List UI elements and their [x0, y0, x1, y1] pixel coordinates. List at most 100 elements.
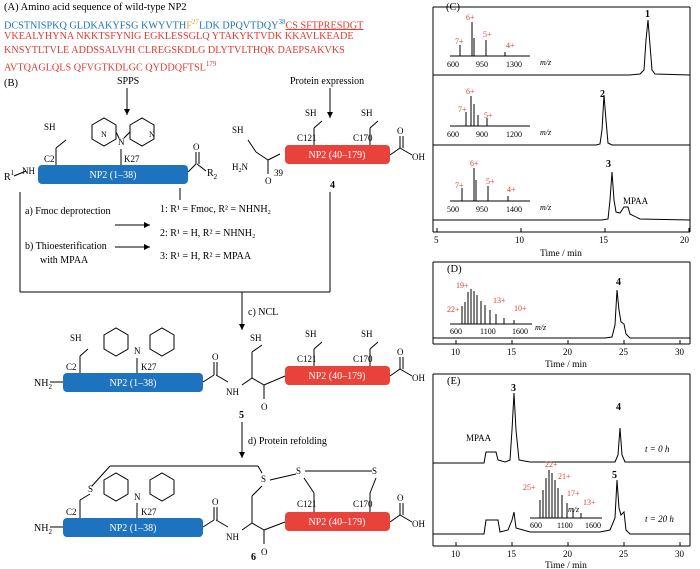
step-d-label: d) Protein refolding [248, 436, 327, 447]
ms-d-charge-19: 19+ [456, 281, 469, 290]
ms3-mz: m/z [540, 203, 552, 212]
protein-4-structure: NP2 (40–179) SH H2N O 39 SH C121 SH C170… [232, 108, 425, 191]
step-a-label: a) Fmoc deprotection [25, 206, 111, 217]
protein-expression-label: Protein expression [290, 76, 364, 87]
np2-40-179-block-6 [285, 512, 390, 531]
ms-inset-e: 22+ 21+ 25+ 17+ 13+ 600 1100 1600 m/z [523, 460, 602, 530]
e-tick-15: 15 [507, 549, 517, 559]
ms1-tick-1300: 1300 [506, 60, 522, 69]
step-b2-label: with MPAA [40, 255, 89, 266]
sequence-line-4: AVTQAGLQLS QFVGTKDLGC QYDDQFTSL179 [4, 60, 217, 74]
ms-d-tick-1100: 1100 [480, 327, 496, 336]
ms-inset-1: 7+ 6+ 5+ 4+ 600 950 1300 m/z [447, 13, 552, 69]
c2-label-6: C2 [66, 507, 77, 517]
nh2-6: NH2 [34, 523, 52, 536]
compound-5-label: 5 [239, 410, 244, 421]
ms1-tick-950: 950 [476, 60, 488, 69]
panel-e-x-axis: 10 15 20 25 30 Time / min [451, 542, 685, 569]
s-c121-6: S [296, 466, 301, 476]
c-xlabel: Time / min [540, 249, 582, 259]
chromatogram-2 [433, 94, 690, 146]
ms-d-charge-22: 22+ [447, 305, 460, 314]
c170-label: C170 [353, 133, 373, 143]
peak-label-3-e: 3 [511, 383, 516, 394]
pyridine-n-1: N [101, 130, 107, 139]
c-tick-10: 10 [515, 235, 525, 245]
np2-1-38-label: NP2 (1–38) [90, 170, 137, 181]
panel-b-label: (B) [4, 78, 19, 89]
chromatogram-3 [433, 171, 691, 221]
c121-label-6: C121 [297, 499, 317, 509]
d-tick-15: 15 [507, 347, 517, 357]
d-tick-20: 20 [563, 347, 573, 357]
k27-label-5: K27 [141, 362, 157, 372]
peptide-thioester-structure: NP2 (1–38) R1 NH SH C2 N K27 N N O R2 [4, 117, 218, 184]
n-amine-5: N [134, 346, 141, 356]
panel-c-frame [432, 6, 691, 233]
ms-e-tick-600: 600 [530, 521, 542, 530]
sh-c121: SH [305, 108, 317, 118]
ms-e-charge-17: 17+ [567, 489, 580, 498]
d-tick-10: 10 [451, 347, 461, 357]
compound-6-label: 6 [251, 552, 256, 563]
c170-label-6: C170 [353, 499, 373, 509]
panel-a-title: (A) Amino acid sequence of wild-type NP2 [4, 2, 187, 13]
np2-40-179-label-5: NP2 (40–179) [309, 371, 366, 382]
sh-c2-5: SH [70, 333, 82, 343]
ms1-charge-5: 5+ [483, 30, 492, 39]
ms-e-charge-13: 13+ [583, 498, 596, 507]
r2-label: R2 [207, 168, 218, 181]
o-acid-5: O [397, 347, 404, 357]
peak-label-4-d: 4 [616, 277, 621, 288]
sh-c170: SH [361, 108, 373, 118]
ms1-charge-4: 4+ [506, 41, 515, 50]
panel-d-label: (D) [447, 264, 462, 275]
e-tick-30: 30 [675, 549, 685, 559]
ms-d-charge-10: 10+ [514, 304, 527, 313]
ms-e-charge-22: 22+ [545, 460, 558, 469]
ms-e-tick-1100: 1100 [557, 521, 573, 530]
nh-left: NH [22, 166, 35, 176]
ms3-charge-6: 6+ [470, 159, 479, 168]
ms2-tick-600: 600 [447, 130, 459, 139]
panel-e-frame [432, 373, 691, 547]
n-amine: N [118, 137, 125, 147]
panel-e-label: (E) [447, 376, 461, 387]
ms1-charge-7: 7+ [455, 37, 464, 46]
sh-cys39: SH [232, 125, 244, 135]
ms3-charge-7: 7+ [455, 181, 464, 190]
ms-e-tick-1600: 1600 [585, 521, 601, 530]
peak-label-2: 2 [600, 89, 605, 100]
sh-cys39-5: SH [250, 333, 262, 343]
ms-d-mz: m/z [535, 323, 547, 332]
k27-label-6: K27 [141, 507, 157, 517]
ms3-tick-500: 500 [447, 205, 459, 214]
c2-label-5: C2 [66, 362, 77, 372]
c-tick-20: 20 [680, 235, 690, 245]
condition-1: 1: R¹ = Fmoc, R² = NHNH₂ [160, 204, 271, 215]
nh2-5: NH2 [34, 378, 52, 391]
ms-e-mz: m/z [568, 505, 580, 514]
h2n-4: H2N [232, 162, 249, 174]
sequence-line-1: DCSTNISPKQ GLDKAKYFSG KWYVTHF27LDK DPQVT… [4, 18, 364, 32]
step-c-label: c) NCL [248, 307, 278, 318]
sh-c170-5: SH [361, 329, 373, 339]
np2-1-38-block-5 [63, 373, 203, 392]
res39-label: 39 [274, 168, 284, 178]
np2-1-38-block-6 [63, 518, 203, 537]
nh-5: NH [226, 387, 239, 397]
ms2-tick-1200: 1200 [506, 130, 522, 139]
np2-40-179-label: NP2 (40–179) [309, 150, 366, 161]
c121-label-5: C121 [297, 354, 317, 364]
ms-inset-3: 7+ 6+ 5+ 4+ 500 950 1400 m/z [447, 159, 552, 214]
o-5a: O [212, 352, 219, 362]
chromatogram-t0 [433, 392, 690, 464]
o-acid-6: O [397, 493, 404, 503]
ms-inset-d: 19+ 22+ 13+ 10+ 600 1100 1600 m/z [447, 281, 547, 336]
spps-label: SPPS [117, 76, 139, 87]
oh-acid-4: OH [412, 152, 425, 162]
ms2-mz: m/z [540, 128, 552, 137]
d-tick-25: 25 [619, 347, 629, 357]
np2-40-179-block-5 [285, 366, 390, 385]
